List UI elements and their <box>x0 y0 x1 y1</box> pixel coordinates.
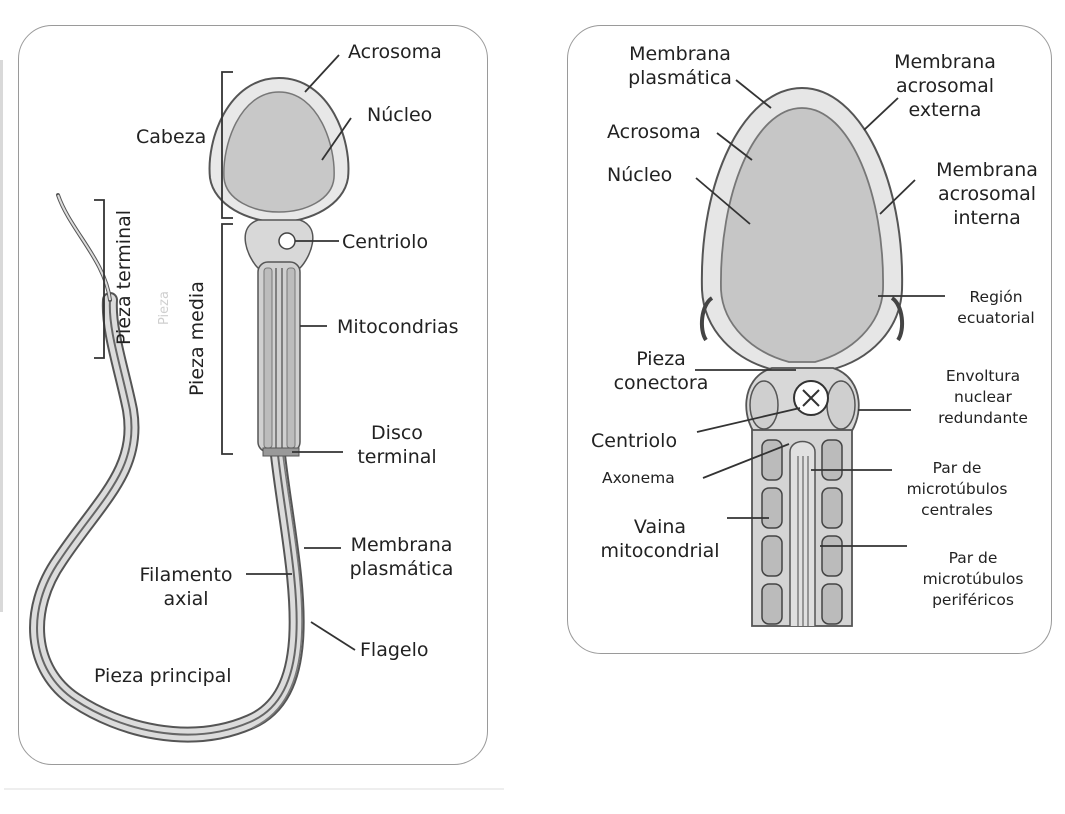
label-nucleo-detail: Núcleo <box>607 163 672 187</box>
label-acrosoma: Acrosoma <box>348 40 442 64</box>
label-pieza-conectora: Pieza conectora <box>606 347 716 395</box>
label-pieza-terminal: Pieza terminal <box>113 210 135 345</box>
label-pieza-principal: Pieza principal <box>94 664 232 688</box>
label-centriolo: Centriolo <box>342 230 428 254</box>
label-nucleo: Núcleo <box>367 103 432 127</box>
midpiece-bracket <box>222 224 233 454</box>
label-flagelo: Flagelo <box>360 638 429 662</box>
label-pieza-ghost: Pieza <box>157 291 172 325</box>
label-membrana-plasmatica: Membrana plasmática <box>343 533 460 581</box>
label-cabeza: Cabeza <box>136 125 206 149</box>
label-centriolo-detail: Centriolo <box>591 429 677 453</box>
label-envoltura-nuclear-redundante: Envoltura nuclear redundante <box>918 366 1048 429</box>
centriole-dot <box>279 233 295 249</box>
label-disco-terminal: Disco terminal <box>347 421 447 469</box>
label-mitocondrias: Mitocondrias <box>337 315 459 339</box>
label-par-microtubulos-perifericos: Par de microtúbulos periféricos <box>908 548 1038 611</box>
label-region-ecuatorial: Región ecuatorial <box>946 287 1046 329</box>
label-pieza-media: Pieza media <box>186 281 208 396</box>
label-membrana-plasmatica-detail: Membrana plasmática <box>620 42 740 90</box>
label-membrana-acrosomal-interna: Membrana acrosomal interna <box>922 158 1052 230</box>
label-par-microtubulos-centrales: Par de microtúbulos centrales <box>892 458 1022 521</box>
label-filamento-axial: Filamento axial <box>131 563 241 611</box>
label-membrana-acrosomal-externa: Membrana acrosomal externa <box>880 50 1010 122</box>
label-acrosoma-detail: Acrosoma <box>607 120 701 144</box>
label-vaina-mitocondrial: Vaina mitocondrial <box>590 515 730 563</box>
label-axonema: Axonema <box>602 468 675 489</box>
